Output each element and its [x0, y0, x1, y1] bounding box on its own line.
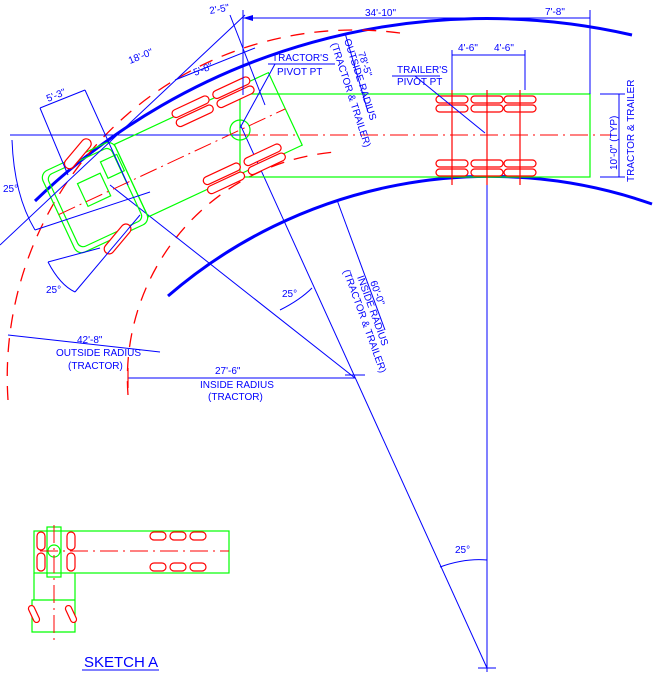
tractor	[41, 71, 304, 255]
dim-7-8: 7'-8"	[545, 7, 565, 18]
extension-line	[84, 89, 129, 186]
trailer-pivot-label-1: TRAILER'S	[397, 65, 448, 76]
sketch-steer-tire	[64, 604, 78, 624]
trailer-wheels	[435, 90, 537, 185]
sketch-title: SKETCH A	[84, 654, 158, 671]
trailer-radial-line	[239, 123, 488, 669]
dim-2-5: 2'-5"	[209, 3, 231, 17]
sketch-tractor-tire	[36, 531, 46, 551]
sketch-tires	[36, 531, 207, 572]
extension-line	[34, 191, 151, 231]
inside-radius-leader	[336, 199, 386, 331]
extension-line	[229, 14, 266, 106]
sketch-tractor-tire	[66, 552, 76, 572]
tractor-outside-arc	[6, 29, 401, 401]
outside-radius-leader	[344, 32, 369, 113]
tractor-pivot-label-1: TRACTOR'S	[272, 53, 329, 64]
dim-42-8: 42'-8"	[77, 335, 103, 346]
dim-10-0-typ: 10'-0" (TYP)	[609, 116, 620, 170]
dim-34-10: 34'-10"	[365, 8, 396, 19]
angle-label-3: 25°	[282, 289, 297, 300]
dim-line-5-3	[39, 89, 86, 109]
sketch-trailer	[33, 530, 230, 574]
sketch-a-diagram	[27, 525, 230, 640]
angle-label-2: 25°	[46, 285, 61, 296]
tractor-rear-tires	[171, 76, 286, 195]
angle-arc-2	[47, 261, 76, 293]
trailer-body	[239, 93, 591, 178]
angle-label-4: 25°	[455, 545, 470, 556]
tractor-inside-arc	[126, 151, 336, 396]
outside-radius-tractor-label: OUTSIDE RADIUS	[56, 348, 141, 359]
inside-radius-tractor-paren: (TRACTOR)	[208, 392, 263, 403]
angle-arc-3	[279, 287, 313, 311]
tractor-pivot-label-2: PIVOT PT	[277, 67, 322, 78]
sketch-trailer-tire	[169, 531, 187, 541]
outside-radius-arc	[33, 17, 633, 203]
trailer-pivot-label-2: PIVOT PT	[397, 77, 442, 88]
dim-4-6-b: 4'-6"	[494, 43, 514, 54]
tractor-steer-tires	[63, 138, 132, 255]
extension-line	[47, 247, 101, 263]
dim-line-5-8	[174, 47, 256, 81]
arrowhead	[243, 15, 253, 21]
dim-line-18ft	[0, 14, 246, 246]
outside-radius-tractor-dim	[7, 334, 161, 353]
sketch-trailer-tire	[189, 531, 207, 541]
dim-27-6: 27'-6"	[215, 366, 241, 377]
extension-line	[74, 214, 141, 293]
sketch-trailer-tire	[169, 562, 187, 572]
tractor-seat	[76, 172, 112, 208]
sketch-trailer-tire	[149, 531, 167, 541]
tractor-radial-line	[109, 184, 356, 379]
sketch-tractor-tire	[36, 552, 46, 572]
sketch-trailer-tire	[149, 562, 167, 572]
tractor-trailer-label: TRACTOR & TRAILER	[626, 80, 637, 182]
dim-5-3: 5'-3"	[45, 87, 68, 105]
inside-radius-arc	[167, 174, 653, 298]
sketch-tractor-tire	[66, 531, 76, 551]
tractor-box	[99, 153, 126, 180]
angle-label-1: 25°	[3, 184, 18, 195]
dim-4-6-a: 4'-6"	[458, 43, 478, 54]
angle-arc-1	[11, 139, 36, 231]
sketch-steer-tire	[27, 604, 41, 624]
dim-18-0: 18'-0"	[127, 47, 155, 67]
inside-radius-tractor-label: INSIDE RADIUS	[200, 380, 274, 391]
sketch-trailer-tire	[189, 562, 207, 572]
outside-radius-tractor-paren: (TRACTOR)	[68, 361, 123, 372]
angle-arc-4	[439, 559, 488, 568]
dim-5-8: 5'-8"	[192, 61, 215, 79]
extension-line	[39, 107, 69, 176]
tractor-centerline	[58, 108, 286, 215]
